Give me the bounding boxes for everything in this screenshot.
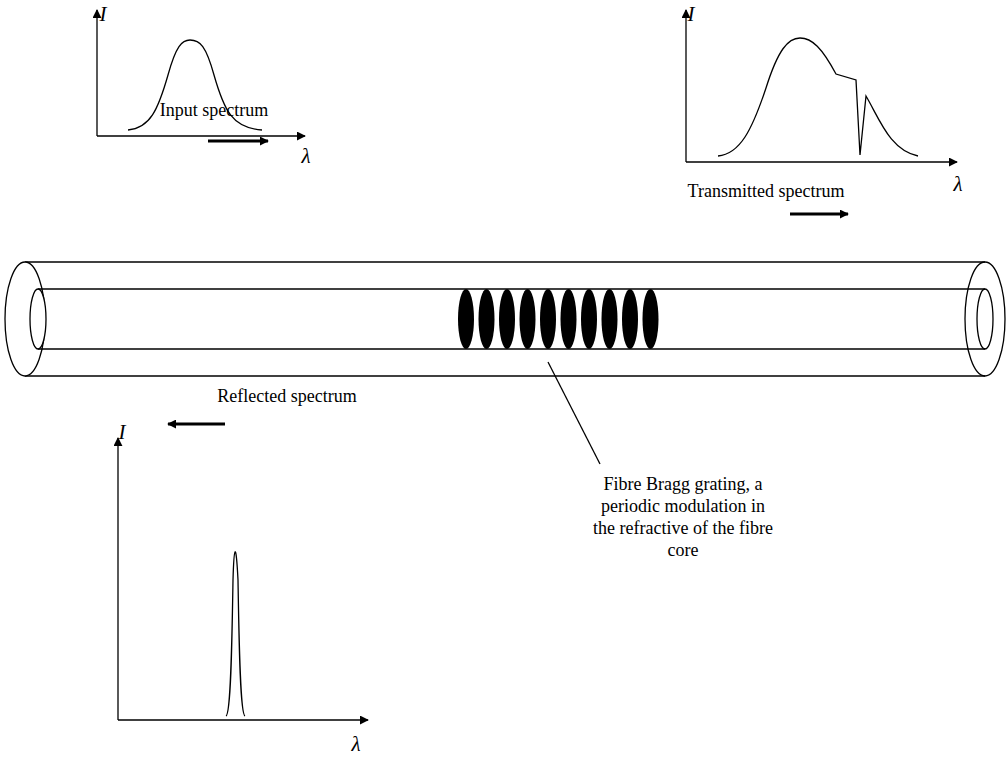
core-edge [38, 348, 985, 349]
grating-plane [540, 289, 556, 349]
grating-caption: Fibre Bragg grating, a periodic modulati… [591, 473, 776, 561]
axis-label: I [688, 3, 695, 25]
leader-line [548, 362, 600, 464]
transmitted-curve [718, 38, 918, 156]
y-axis [117, 438, 118, 720]
axis-label: λ [953, 173, 962, 195]
cladding-edge [25, 261, 985, 262]
grating-plane [622, 289, 638, 349]
spectrum-label: Reflected spectrum [217, 385, 356, 407]
reflected-curve [226, 552, 245, 716]
cladding-end [5, 262, 45, 376]
core-edge [38, 288, 985, 289]
x-axis [686, 161, 957, 162]
direction-arrow [168, 423, 225, 426]
core-end [977, 289, 993, 349]
grating-plane [643, 289, 659, 349]
axis-label: I [100, 3, 107, 25]
grating-plane [499, 289, 515, 349]
x-axis [118, 719, 368, 720]
cladding-end [965, 262, 1005, 376]
direction-arrow [790, 213, 848, 216]
y-axis [685, 10, 686, 162]
axis-label: λ [301, 145, 310, 167]
grating-plane [458, 289, 474, 349]
spectrum-label: Transmitted spectrum [688, 180, 845, 202]
bragg-grating [458, 289, 659, 349]
direction-arrow [208, 140, 268, 143]
axis-label: λ [351, 733, 360, 755]
axis-label: I [119, 421, 126, 443]
y-axis [96, 10, 97, 136]
grating-plane [581, 289, 597, 349]
x-axis [97, 135, 305, 136]
grating-plane [602, 289, 618, 349]
grating-plane [479, 289, 495, 349]
core-end [30, 289, 46, 349]
spectrum-label: Input spectrum [160, 99, 268, 121]
grating-plane [561, 289, 577, 349]
cladding-edge [25, 375, 985, 376]
grating-plane [520, 289, 536, 349]
